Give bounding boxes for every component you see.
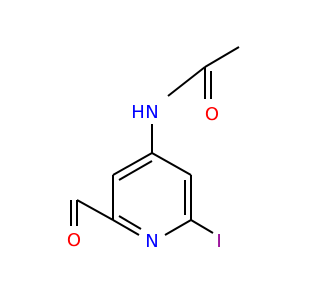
bond-carbonyl-nh [167,66,206,97]
atom-labels: N H O N I O [67,102,222,252]
atom-iodine: I [216,231,221,252]
bonds [70,46,240,236]
structure-diagram: N H O N I O [67,46,240,252]
atom-nitrogen-amide: N [145,102,158,123]
ring-bond-c4-c3-inner [118,160,153,181]
atom-nitrogen-ring: N [145,231,158,252]
bond-methyl-carbonyl [204,46,240,68]
ring-bond-c4-c5 [151,152,192,176]
bond-ring-formyl [76,199,114,221]
ring-bond-c2-n1-inner [118,215,142,230]
atom-oxygen-formyl: O [67,230,81,251]
ring-bond-c4-c3 [112,152,153,176]
atom-oxygen-carbonyl: O [205,104,219,125]
atom-hydrogen-amide: H [131,102,145,123]
ring-bond-c2-n1 [112,219,140,236]
bond-ring-iodine [190,219,214,234]
ring-bond-c6-n1 [164,219,192,236]
